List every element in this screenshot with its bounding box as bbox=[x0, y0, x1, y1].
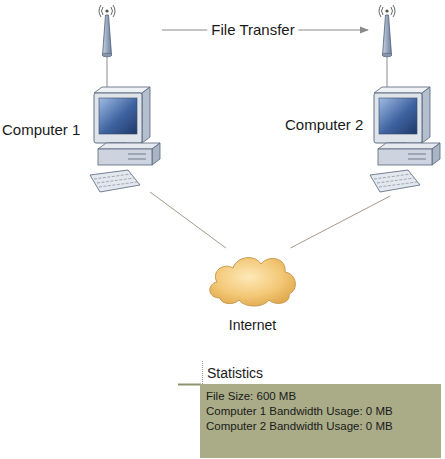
connector-line bbox=[291, 196, 391, 248]
statistics-panel: StatisticsFile Size: 600 MBComputer 1 Ba… bbox=[200, 384, 441, 458]
computer-node: Computer 2 bbox=[368, 3, 442, 196]
panel-line: Computer 2 Bandwidth Usage: 0 MB bbox=[206, 419, 438, 434]
edge-label: File Transfer bbox=[207, 21, 298, 39]
computer-node: Computer 1 bbox=[88, 3, 162, 192]
node-label: Computer 2 bbox=[285, 116, 368, 134]
panel-line: File Size: 600 MB bbox=[206, 389, 438, 404]
computer-icon bbox=[370, 5, 440, 192]
panel-line: Computer 1 Bandwidth Usage: 0 MB bbox=[206, 404, 438, 419]
cloud-shape bbox=[205, 248, 300, 308]
panel-divider bbox=[202, 361, 203, 384]
panel-heading: Statistics bbox=[207, 364, 407, 382]
node-label: Computer 1 bbox=[2, 121, 88, 139]
cloud-outline bbox=[210, 258, 296, 306]
computer-icon bbox=[90, 5, 160, 192]
cloud-node: Internet bbox=[205, 248, 300, 308]
node-label: Internet bbox=[190, 316, 315, 334]
panel-rule bbox=[178, 384, 201, 386]
connector-line bbox=[150, 192, 226, 248]
